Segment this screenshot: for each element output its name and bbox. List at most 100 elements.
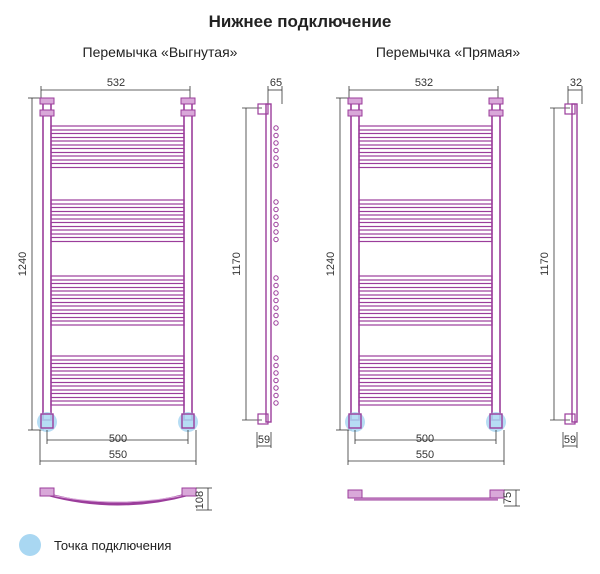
crossbar xyxy=(50,305,185,311)
crossbar xyxy=(358,312,493,319)
crossbar xyxy=(50,214,185,220)
right-front-view: 532 1240 500 550 xyxy=(325,77,506,465)
crossbar xyxy=(50,132,185,139)
crossbar-end xyxy=(273,320,279,326)
crossbar xyxy=(50,392,185,399)
left-side-view: 65 1170 59 xyxy=(231,77,283,448)
crossbar-end xyxy=(273,229,279,235)
crossbar xyxy=(358,132,493,139)
crossbar xyxy=(358,199,493,205)
variant-left-label: Перемычка «Выгнутая» xyxy=(82,44,238,60)
crossbar xyxy=(50,385,185,391)
right-top-width-label: 532 xyxy=(415,77,433,89)
crossbar-end xyxy=(273,236,279,243)
crossbar xyxy=(358,275,493,281)
crossbar xyxy=(358,221,493,228)
crossbar-end xyxy=(273,162,279,169)
left-side-depth-label: 65 xyxy=(270,77,282,89)
crossbar xyxy=(358,229,493,235)
crossbar xyxy=(50,221,185,228)
right-plan-depth-label: 75 xyxy=(502,492,514,504)
crossbar-end xyxy=(273,297,279,304)
crossbar xyxy=(50,236,185,243)
connection-point-legend-icon xyxy=(19,534,41,556)
right-height-label: 1240 xyxy=(325,252,337,276)
crossbar xyxy=(358,206,493,213)
crossbar xyxy=(358,290,493,296)
crossbar xyxy=(50,147,185,154)
right-crossbars xyxy=(358,125,493,406)
crossbar xyxy=(358,370,493,376)
crossbar-end xyxy=(273,147,279,154)
left-overall-label: 550 xyxy=(109,449,127,461)
crossbar-end xyxy=(273,312,279,319)
crossbar xyxy=(358,400,493,406)
crossbar xyxy=(358,214,493,220)
crossbar-end xyxy=(273,275,279,281)
crossbar xyxy=(358,147,493,154)
crossbar-end xyxy=(273,206,279,213)
crossbar xyxy=(358,355,493,361)
crossbar xyxy=(358,385,493,391)
right-center-label: 500 xyxy=(416,433,434,445)
crossbar xyxy=(50,362,185,369)
right-side-height-label: 1170 xyxy=(539,252,551,276)
page-title: Нижнее подключение xyxy=(208,12,392,31)
crossbar xyxy=(50,320,185,326)
crossbar-end xyxy=(273,400,279,406)
crossbar xyxy=(358,125,493,131)
crossbar-end xyxy=(273,377,279,384)
crossbar-end xyxy=(273,221,279,228)
crossbar xyxy=(358,162,493,169)
crossbar xyxy=(50,312,185,319)
crossbar-end xyxy=(273,140,279,146)
crossbar-end xyxy=(273,214,279,220)
crossbar xyxy=(358,362,493,369)
crossbar xyxy=(50,377,185,384)
crossbar-end xyxy=(273,305,279,311)
crossbar-end xyxy=(273,282,279,289)
crossbar xyxy=(50,162,185,169)
crossbar-end xyxy=(273,362,279,369)
crossbar xyxy=(50,199,185,205)
left-side-bottom-label: 59 xyxy=(258,434,270,446)
left-rail xyxy=(42,99,52,421)
left-top-width-label: 532 xyxy=(107,77,125,89)
left-side-crossbar-ends xyxy=(273,125,279,406)
left-center-label: 500 xyxy=(109,433,127,445)
right-side-view: 32 1170 59 xyxy=(539,77,583,448)
right-plan-view: 75 xyxy=(347,489,520,507)
crossbar xyxy=(50,370,185,376)
crossbar xyxy=(50,229,185,235)
crossbar xyxy=(50,275,185,281)
right-side-bottom-label: 59 xyxy=(564,434,576,446)
right-rail xyxy=(183,99,193,421)
left-connection-point xyxy=(178,412,198,432)
crossbar xyxy=(358,282,493,289)
crossbar xyxy=(358,140,493,146)
left-crossbars xyxy=(50,125,185,406)
legend-label: Точка подключения xyxy=(54,538,172,553)
left-connection-point xyxy=(37,412,57,432)
left-height-label: 1240 xyxy=(17,252,29,276)
crossbar xyxy=(358,236,493,243)
crossbar-end xyxy=(273,290,279,296)
right-connection-point xyxy=(345,412,365,432)
left-plan-depth-label: 108 xyxy=(194,491,206,509)
crossbar-end xyxy=(273,125,279,131)
right-side-depth-label: 32 xyxy=(570,77,582,89)
crossbar xyxy=(358,297,493,304)
crossbar-end xyxy=(273,132,279,139)
crossbar xyxy=(358,155,493,161)
crossbar xyxy=(358,305,493,311)
crossbar-end xyxy=(273,370,279,376)
crossbar-end xyxy=(273,392,279,399)
crossbar-end xyxy=(273,355,279,361)
crossbar xyxy=(50,282,185,289)
left-front-view: 532 1240 500 550 xyxy=(17,77,198,465)
left-side-height-label: 1170 xyxy=(231,252,243,276)
variant-right-label: Перемычка «Прямая» xyxy=(375,44,521,60)
crossbar xyxy=(358,320,493,326)
crossbar-end xyxy=(273,155,279,161)
crossbar xyxy=(50,290,185,296)
